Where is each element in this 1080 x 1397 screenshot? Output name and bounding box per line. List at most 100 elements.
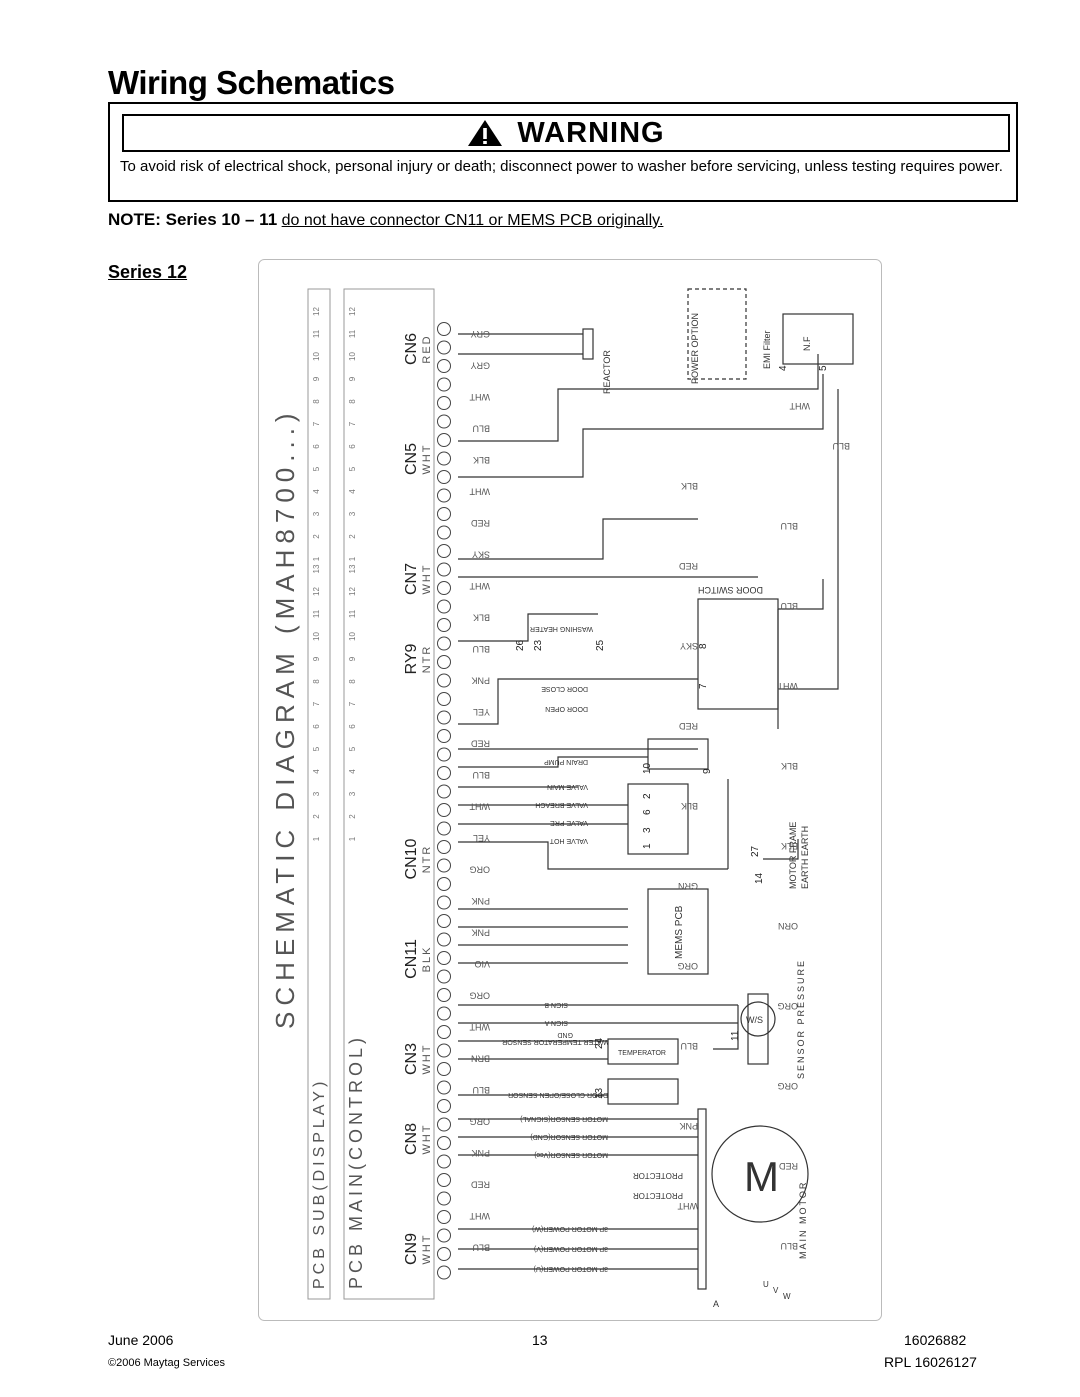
motor-terminal-w: W (783, 1292, 791, 1301)
sub-pin-number: 1 (312, 556, 321, 561)
connector-pin (437, 673, 451, 688)
sub-pin-number: 8 (312, 399, 321, 404)
main-pin-number: 8 (348, 399, 357, 404)
connector-pin (437, 1247, 451, 1261)
sub-pin-number: 9 (312, 656, 321, 661)
wire-color-label: VIO (474, 959, 490, 969)
wire-color-label: PNK (471, 896, 490, 906)
connector-name: CN5 (403, 443, 420, 475)
connector-pin (437, 747, 451, 762)
valve-hot-label: VALVE HOT (549, 837, 588, 844)
sub-pin-number: 2 (312, 534, 321, 539)
power-option-label: POWER OPTION (690, 313, 700, 384)
wire-color-label: PNK (471, 676, 490, 686)
temperature-label: TEMPERATOR (618, 1050, 666, 1057)
wire-color-label: ORG (469, 865, 490, 875)
schematic-title: SCHEMATIC DIAGRAM (MAH8700...) (270, 407, 300, 1029)
sub-pin-number: 11 (312, 329, 321, 338)
connector-name: CN7 (403, 563, 420, 595)
terminal-number: 8 (698, 643, 709, 649)
terminal-number: 25 (595, 639, 606, 651)
wire-color-label: WHT (469, 802, 490, 812)
terminal-number: 4 (778, 365, 789, 371)
gnd-label: GND (557, 1031, 573, 1038)
main-pin-number: 5 (348, 466, 357, 471)
connector-pin (437, 766, 451, 780)
terminal-number: 5 (818, 365, 829, 371)
connector-pin (437, 1080, 451, 1095)
component-boxes (582, 288, 854, 1290)
main-pin-number: 5 (348, 746, 357, 751)
right-wire-color-label: BLU (780, 521, 798, 531)
sub-pin-number: 4 (312, 489, 321, 494)
pcb-main-strip (343, 288, 435, 1300)
connector-pin (437, 562, 451, 577)
right-wire-color-label: ORN (778, 921, 798, 931)
main-pin-number: 11 (348, 329, 357, 338)
wire-color-labels: GRYGRYWHTBLUBLKWHTREDSKYWHTBLKBLUPNKYELR… (469, 329, 490, 1253)
connector-pin (437, 932, 451, 947)
motor-power-w-label: 3P MOTOR POWER(W) (532, 1225, 608, 1232)
connector-color: WHT (421, 563, 433, 594)
wire-color-label: WHT (469, 1022, 490, 1032)
warning-box (108, 102, 1018, 202)
connector-pin (437, 470, 451, 484)
right-wire-color-label: BLK (781, 841, 798, 851)
sub-pin-number: 10 (312, 352, 321, 361)
connector-pin (437, 692, 451, 706)
sub-pin-number: 6 (312, 724, 321, 729)
wire-color-label: RED (470, 1180, 490, 1190)
main-pin-number: 11 (348, 609, 357, 618)
door-sensor-label: DOOR CLOSE/OPEN SENSOR (508, 1091, 608, 1098)
wire-color-label: ORG (469, 991, 490, 1001)
wire-color-label: BLU (472, 1085, 490, 1095)
terminal-number: 6 (642, 809, 653, 815)
connector-pin (437, 414, 451, 429)
drain-pump-label: DRAIN PUMP (544, 758, 588, 765)
wire-color-label: RED (470, 518, 490, 528)
series-label: Series 12 (108, 262, 188, 282)
emi-filter-label: EMI Filter (762, 330, 772, 369)
sub-pin-number: 5 (312, 466, 321, 471)
main-pin-number: 13 (348, 564, 357, 573)
wire-color-label: BRN (471, 1054, 490, 1064)
connector-pin (437, 1173, 451, 1187)
valve-main-label: VALVE MAIN (547, 783, 588, 790)
connector-name: CN11 (403, 939, 420, 979)
sub-pin-number: 10 (312, 632, 321, 641)
motor-terminal-u: U (763, 1280, 769, 1289)
connector-name: CN10 (403, 838, 420, 879)
main-pin-number: 7 (348, 701, 357, 706)
motor-power-u-label: 3P MOTOR POWER(U) (534, 1265, 608, 1272)
pcb-sub-strip (307, 288, 331, 1300)
connector-pin (437, 951, 451, 965)
connector-pin (437, 396, 451, 410)
right-wire-color-label: RED (678, 721, 698, 731)
sub-pin-number: 8 (312, 679, 321, 684)
connector-pin (437, 581, 451, 595)
pcb-main-label: PCB MAIN(CONTROL) (346, 1034, 366, 1289)
right-wire-color-label: WHT (789, 401, 810, 411)
earth-earth-label: EARTH EARTH (800, 826, 810, 889)
wire-color-label: WHT (469, 392, 490, 402)
main-pin-number: 10 (348, 352, 357, 361)
right-wire-color-label: BLK (681, 481, 698, 491)
main-pin-number: 1 (348, 836, 357, 841)
connector-pin (437, 1099, 451, 1113)
door-close-label: DOOR CLOSE (541, 685, 588, 692)
water-temp-sensor-label: WATER TEMPERATOR SENSOR (502, 1038, 608, 1045)
main-pin-number: 6 (348, 724, 357, 729)
connector-pin (437, 988, 451, 1002)
connector-color: WHT (421, 443, 433, 474)
nf-label: N.F (802, 336, 812, 351)
sub-pin-number: 4 (312, 769, 321, 774)
note-text: do not have connector CN11 or MEMS PCB o… (281, 212, 664, 229)
sub-pin-number: 1 (312, 836, 321, 841)
reactor-label: REACTOR (602, 350, 612, 394)
wire-color-label: BLK (473, 613, 490, 623)
main-pin-number: 6 (348, 444, 357, 449)
terminal-number: 24 (594, 1037, 605, 1049)
main-pin-number: 12 (348, 307, 357, 316)
connector-pin (437, 1228, 451, 1243)
